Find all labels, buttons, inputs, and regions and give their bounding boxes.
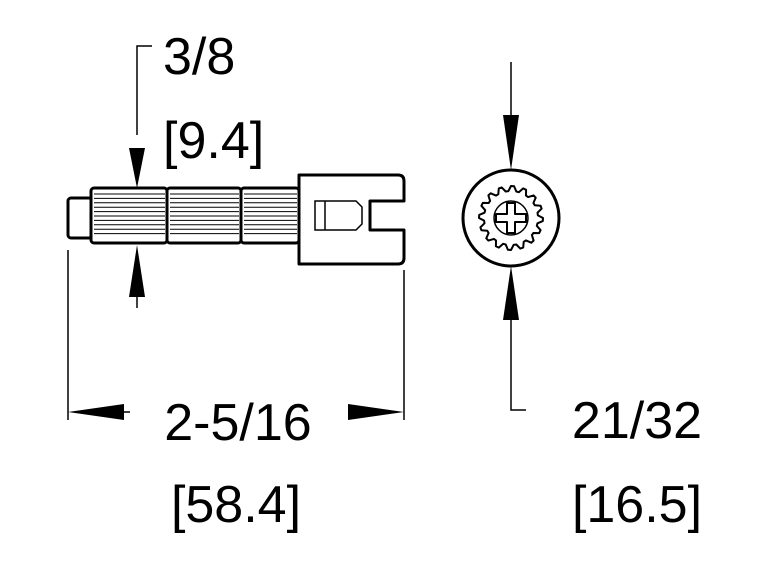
arrow-down-icon [129, 148, 145, 188]
length-metric-label: [58.4] [171, 476, 301, 534]
arrow-down-icon [503, 115, 519, 170]
head-diameter-imperial-label: 21/32 [572, 392, 702, 450]
slotted-head [297, 173, 406, 266]
arrow-up-icon [129, 245, 145, 297]
arrow-left-icon [68, 404, 124, 420]
phillips-cross-icon [495, 202, 527, 234]
head-slot-detail [314, 200, 363, 231]
dowel-tip [66, 196, 94, 240]
head-diameter-metric-label: [16.5] [572, 476, 702, 534]
side-view [66, 173, 406, 266]
diameter-imperial-label: 3/8 [163, 28, 235, 86]
head-diameter-dimension: 21/32 [16.5] [503, 62, 702, 534]
diameter-metric-label: [9.4] [163, 112, 264, 170]
diameter-dimension: 3/8 [9.4] [129, 28, 264, 308]
arrow-right-icon [348, 404, 404, 420]
arrow-up-icon [503, 266, 519, 320]
recess-circle [493, 200, 529, 236]
length-imperial-label: 2-5/16 [164, 394, 311, 452]
knurl-lines [94, 193, 297, 235]
end-view [461, 168, 561, 268]
length-dimension: 2-5/16 [58.4] [67, 250, 405, 534]
